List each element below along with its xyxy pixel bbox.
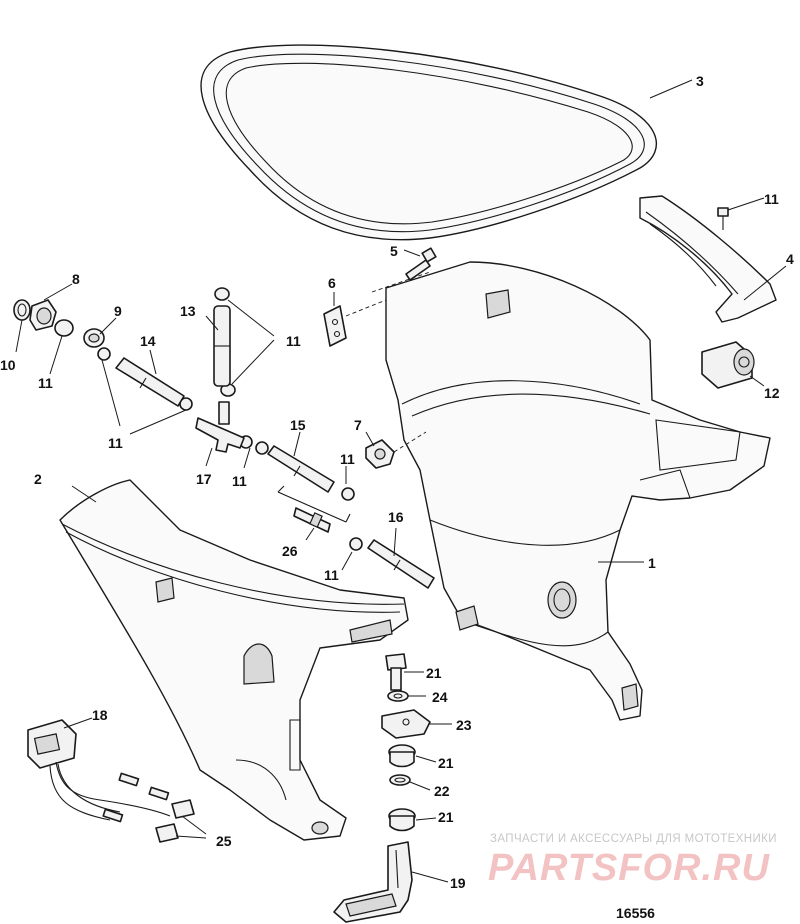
- part-21-bushing-lower: [388, 808, 416, 832]
- part-8-grommet: [29, 299, 57, 331]
- callout-8: 8: [72, 271, 80, 287]
- callout-11-center: 11: [232, 473, 247, 489]
- callout-4: 4: [786, 251, 794, 267]
- callout-24: 24: [432, 689, 448, 705]
- part-17-connector: [701, 341, 755, 389]
- callout-22: 22: [434, 783, 450, 799]
- part-25-terminals: [155, 799, 195, 843]
- part-20-bolt: [385, 653, 407, 691]
- part-2-lower-cowl: [59, 479, 409, 841]
- leader-lines: [15, 79, 787, 883]
- callout-21-lower: 21: [438, 809, 454, 825]
- callout-13-upper: 14: [140, 333, 156, 349]
- part-3-seal: [200, 44, 657, 241]
- callout-25: 25: [216, 833, 232, 849]
- callout-3: 3: [696, 73, 704, 89]
- callout-7: 7: [354, 417, 362, 433]
- callout-14: 16: [388, 509, 404, 525]
- callout-17: 12: [764, 385, 780, 401]
- callout-9: 9: [114, 303, 122, 319]
- callout-11-top-right: 11: [286, 333, 301, 349]
- part-12-hose-vertical: [213, 305, 231, 387]
- callout-11-bottom: 11: [324, 567, 339, 583]
- callouts: 3 11 4 5 6 12 8 9 13 11 10 11 14 7 15 11…: [0, 73, 794, 921]
- part-13-hose-upper: [115, 357, 185, 407]
- callout-13-lower: 15: [290, 417, 306, 433]
- callout-23: 23: [456, 717, 472, 733]
- watermark-logo: PARTSFOR.RU: [488, 847, 770, 889]
- part-26-fitting: [277, 485, 351, 533]
- figure-number: 16556: [616, 905, 655, 921]
- watermark-tagline: ЗАПЧАСТИ И АКСЕССУАРЫ ДЛЯ МОТОТЕХНИКИ: [490, 833, 777, 845]
- part-18-switch: [27, 719, 171, 823]
- part-1-cowl-panel: [385, 261, 771, 721]
- part-24-washer: [387, 690, 409, 702]
- assembly-line: [393, 431, 427, 453]
- callout-12: 13: [180, 303, 196, 319]
- callout-15: 17: [196, 471, 212, 487]
- part-21-bushing-upper: [388, 744, 416, 768]
- part-10-ring: [13, 299, 31, 321]
- part-5-bolt: [405, 247, 437, 281]
- callout-20: 21: [426, 665, 442, 681]
- watermark: ЗАПЧАСТИ И АКСЕССУАРЫ ДЛЯ МОТОТЕХНИКИ PA…: [488, 833, 777, 889]
- callout-1: 1: [648, 555, 656, 571]
- callout-2: 2: [34, 471, 42, 487]
- part-15-tee: [195, 401, 245, 453]
- assembly-line: [371, 271, 431, 293]
- part-19-handle: [333, 841, 413, 923]
- part-22-ring: [389, 774, 411, 786]
- part-11-clamp: [54, 319, 74, 337]
- part-13-hose-lower: [267, 445, 335, 493]
- callout-5: 5: [390, 243, 398, 259]
- callout-11-mid-right: 11: [340, 451, 355, 467]
- callout-19: 19: [450, 875, 466, 891]
- assembly-line: [345, 299, 387, 317]
- part-9-fitting: [83, 328, 105, 348]
- callout-21-upper: 21: [438, 755, 454, 771]
- callout-18: 18: [92, 707, 108, 723]
- callout-26: 26: [282, 543, 298, 559]
- part-4-bracket: [639, 195, 777, 323]
- callout-16: 11: [764, 191, 779, 207]
- callout-10: 10: [0, 357, 16, 373]
- part-14-hose: [367, 539, 435, 589]
- callout-11-mid-left: 11: [108, 435, 123, 451]
- part-16-screw: [717, 207, 729, 230]
- part-6-hinge: [323, 305, 347, 347]
- callout-6: 6: [328, 275, 336, 291]
- part-7-clip: [365, 439, 395, 469]
- part-23-plate: [381, 709, 431, 739]
- callout-11-left: 11: [38, 375, 53, 391]
